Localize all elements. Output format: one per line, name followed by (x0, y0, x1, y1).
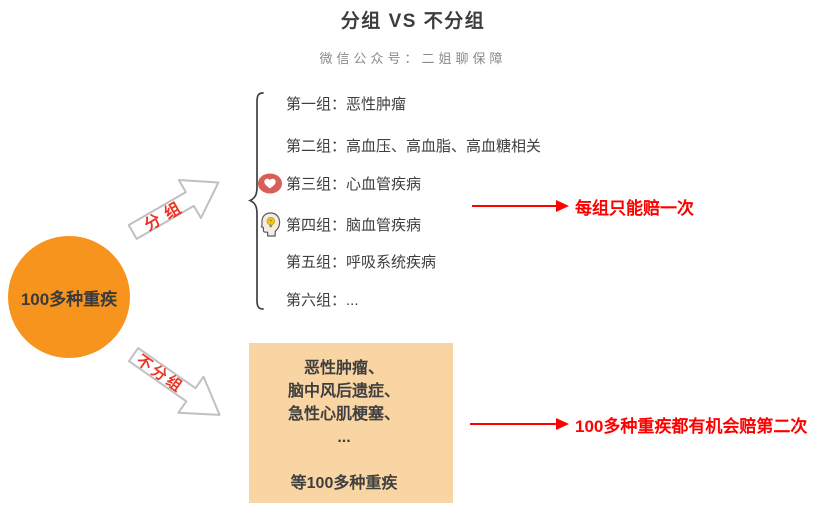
group-row-1: 第一组：恶性肿瘤 (254, 91, 406, 115)
ungrouped-branch-arrow: 不分组 (116, 331, 237, 438)
page-title: 分组 VS 不分组 (340, 11, 486, 32)
box-spacer (253, 449, 435, 472)
ungrouped-box: 恶性肿瘤、 脑中风后遗症、 急性心肌梗塞、 ... 等100多种重疾 (249, 343, 453, 503)
annotation-arrow-line (472, 205, 556, 207)
head-idea-icon (254, 211, 286, 237)
group-row-2: 第二组：高血压、高血脂、高血糖相关 (254, 133, 541, 157)
ungrouped-annotation: 100多种重疾都有机会赔第二次 (470, 412, 807, 436)
annotation-arrow-line (470, 423, 556, 425)
group-label: 第六组：... (286, 291, 359, 309)
ungrouped-annotation-text: 100多种重疾都有机会赔第二次 (575, 416, 808, 436)
group-label: 第一组：恶性肿瘤 (286, 95, 407, 113)
source-node-label: 100多种重疾 (20, 289, 118, 309)
box-line: 脑中风后遗症、 (287, 383, 400, 400)
annotation-arrowhead-icon (556, 418, 569, 430)
group-row-4: 第四组：脑血管疾病 (254, 211, 422, 237)
box-line: ... (337, 429, 351, 446)
box-line: 等100多种重疾 (290, 475, 398, 492)
group-label: 第三组：心血管疾病 (286, 175, 422, 193)
group-label: 第五组：呼吸系统疾病 (286, 253, 437, 271)
group-row-5: 第五组：呼吸系统疾病 (254, 249, 436, 273)
page-subtitle: 微信公众号：二姐聊保障 (319, 51, 507, 66)
grouped-branch-arrow: 分组 (118, 158, 234, 255)
group-row-3: 第三组：心血管疾病 (254, 171, 421, 195)
grouped-annotation: 每组只能赔一次 (472, 194, 694, 218)
heart-icon (254, 173, 286, 194)
annotation-arrowhead-icon (556, 200, 569, 212)
grouped-annotation-text: 每组只能赔一次 (575, 198, 694, 218)
block-arrow-icon (127, 178, 220, 240)
group-row-6: 第六组：... (254, 287, 359, 311)
curly-brace (248, 92, 264, 310)
box-line: 急性心肌梗塞、 (287, 406, 400, 423)
source-node-circle: 100多种重疾 (8, 236, 130, 358)
group-label: 第四组：脑血管疾病 (286, 216, 422, 234)
group-label: 第二组：高血压、高血脂、高血糖相关 (286, 137, 542, 155)
block-arrow-icon (127, 347, 221, 416)
box-line: 恶性肿瘤、 (303, 360, 384, 377)
